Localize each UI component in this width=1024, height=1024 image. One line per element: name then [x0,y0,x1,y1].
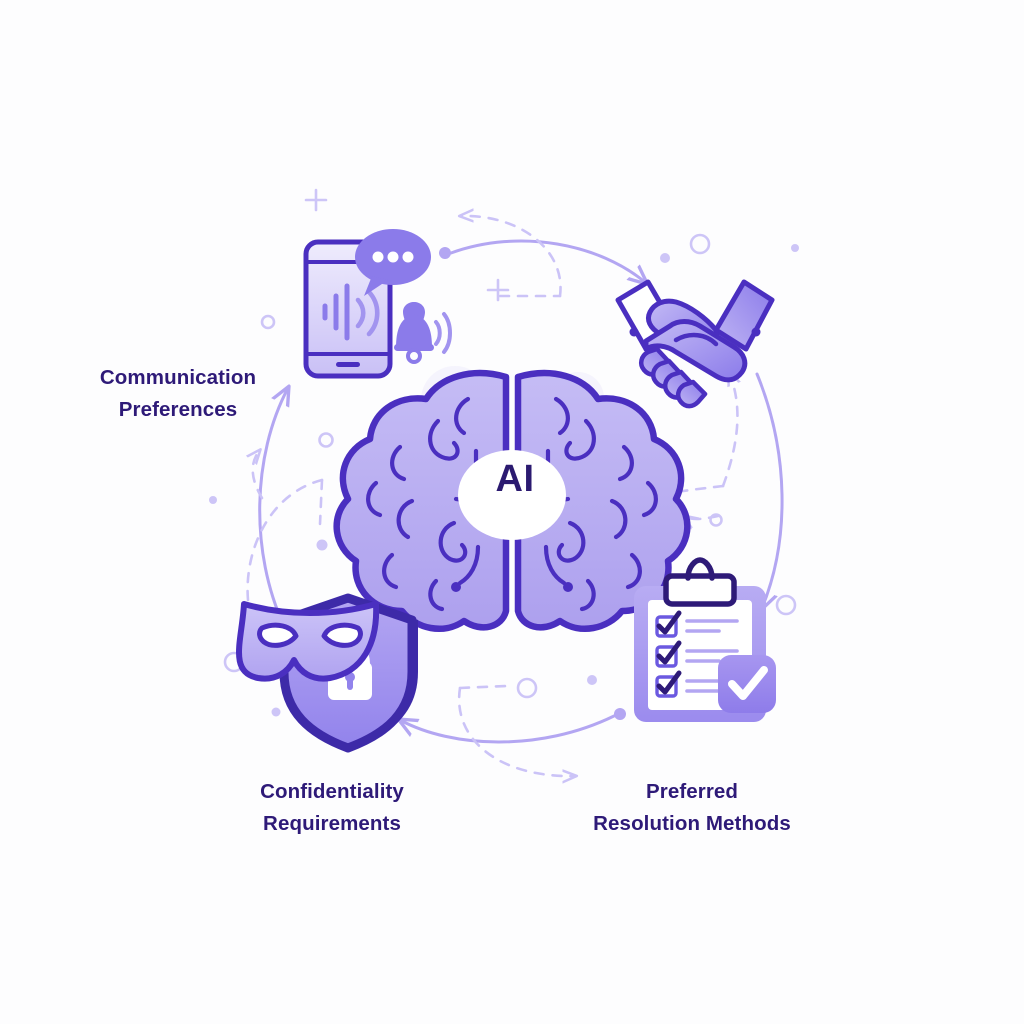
handshake-icon [615,279,775,409]
check-badge-icon [718,655,776,713]
clipboard-checklist-icon [634,557,776,722]
node-label-communication: Communication Preferences [99,366,257,421]
connector-dashed-bottom [457,684,576,776]
speech-bubble-icon [355,229,431,296]
connector-solid-left [258,388,288,628]
connector-solid-right [755,372,784,608]
ai-badge-label: AI [495,458,535,500]
connector-dashed-left [248,450,324,602]
smartphone-notification-icon [303,229,452,379]
decorations [209,188,799,717]
brain-icon [333,369,691,632]
connector-dashed-top [460,216,562,298]
checklist-row [655,640,739,668]
checklist-row [655,610,739,638]
node-label-resolution: Preferred Resolution Methods [593,780,791,835]
mask-shield-icon [236,593,418,753]
connector-solid-bottom [400,708,626,744]
bell-icon [394,302,452,364]
sound-wave-icon [322,283,350,341]
ai-badge [458,450,566,540]
connector-solid-top [439,239,646,283]
node-label-confidentiality: Confidentiality Requirements [260,780,404,835]
